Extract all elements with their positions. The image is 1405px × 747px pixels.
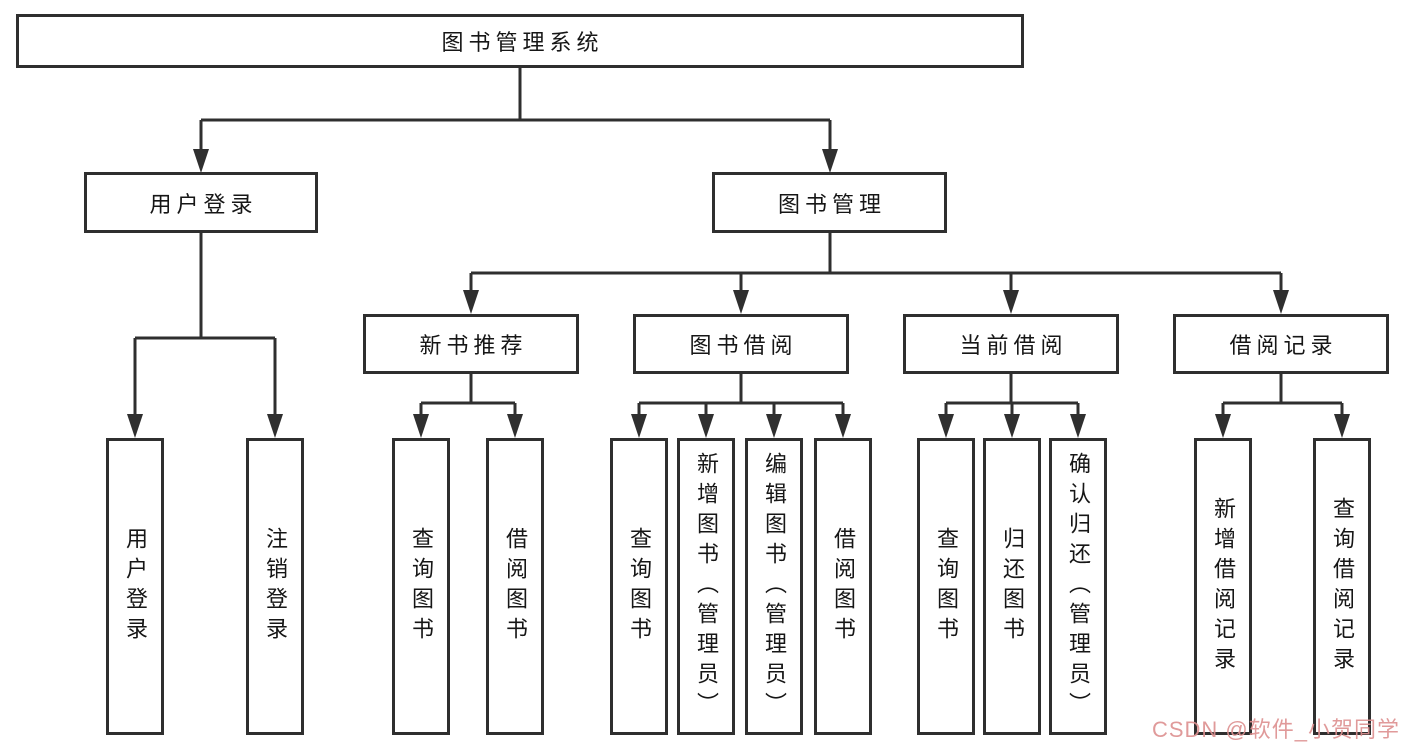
arrowhead-icon (1273, 290, 1289, 314)
node-borrowing-records: 借阅记录 (1173, 314, 1389, 374)
node-current-borrowing: 当前借阅 (903, 314, 1119, 374)
leaf-query-borrow-record: 查询借阅记录 (1313, 438, 1371, 735)
arrowhead-icon (1070, 414, 1086, 438)
node-book-management: 图书管理 (712, 172, 947, 233)
leaf-add-book-admin: 新增图书（管理员） (677, 438, 735, 735)
leaf-confirm-return-admin: 确认归还（管理员） (1049, 438, 1107, 735)
arrowhead-icon (835, 414, 851, 438)
arrowhead-icon (193, 149, 209, 173)
arrowhead-icon (733, 290, 749, 314)
arrowhead-icon (1215, 414, 1231, 438)
leaf-query-books-recommend: 查询图书 (392, 438, 450, 735)
leaf-borrow-books-recommend: 借阅图书 (486, 438, 544, 735)
leaf-edit-book-admin: 编辑图书（管理员） (745, 438, 803, 735)
node-new-book-recommendation: 新书推荐 (363, 314, 579, 374)
arrowhead-icon (127, 414, 143, 438)
leaf-borrow-books-borrowing: 借阅图书 (814, 438, 872, 735)
arrowhead-icon (1003, 290, 1019, 314)
node-book-borrowing: 图书借阅 (633, 314, 849, 374)
leaf-query-books-borrowing: 查询图书 (610, 438, 668, 735)
node-library-management-system: 图书管理系统 (16, 14, 1024, 68)
leaf-logout: 注销登录 (246, 438, 304, 735)
leaf-return-book: 归还图书 (983, 438, 1041, 735)
arrowhead-icon (631, 414, 647, 438)
csdn-watermark: CSDN @软件_小贺同学 (1151, 717, 1400, 742)
arrowhead-icon (413, 414, 429, 438)
arrowhead-icon (1334, 414, 1350, 438)
leaf-user-login: 用户登录 (106, 438, 164, 735)
node-user-login: 用户登录 (84, 172, 318, 233)
arrowhead-icon (822, 149, 838, 173)
arrowhead-icon (938, 414, 954, 438)
leaf-query-books-current: 查询图书 (917, 438, 975, 735)
arrowhead-icon (1004, 414, 1020, 438)
leaf-add-borrow-record: 新增借阅记录 (1194, 438, 1252, 735)
arrowhead-icon (766, 414, 782, 438)
arrowhead-icon (507, 414, 523, 438)
arrowhead-icon (267, 414, 283, 438)
arrowhead-icon (463, 290, 479, 314)
arrowhead-icon (698, 414, 714, 438)
